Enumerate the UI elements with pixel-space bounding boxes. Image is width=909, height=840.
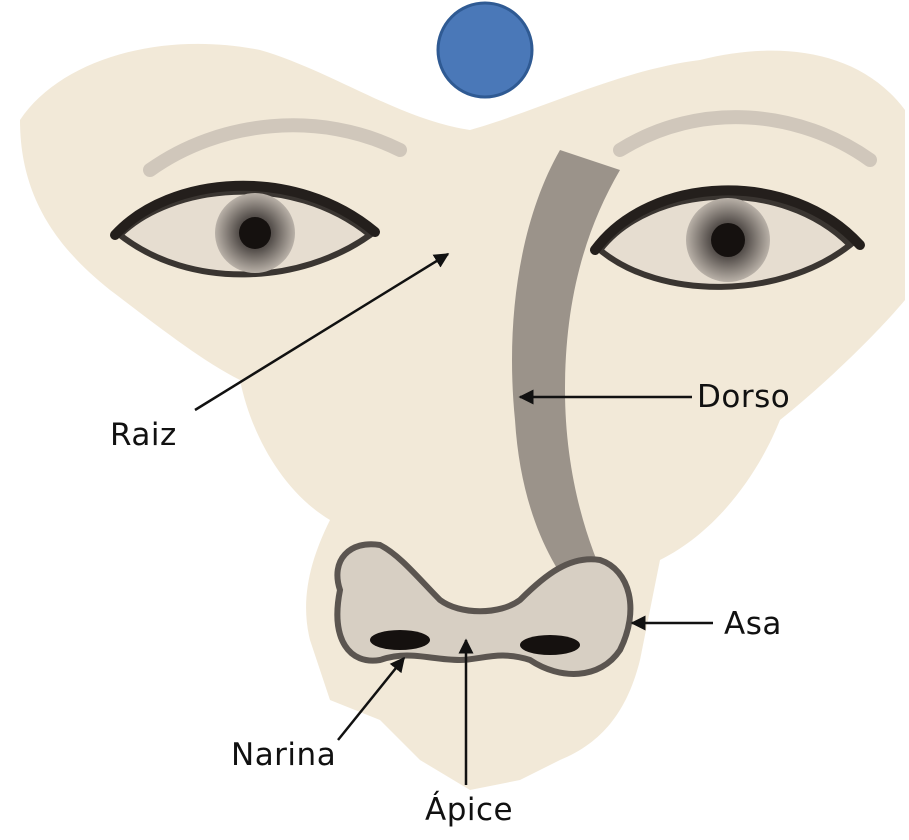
label-dorso: Dorso bbox=[697, 382, 790, 413]
label-narina: Narina bbox=[231, 740, 336, 771]
marker-circle bbox=[438, 3, 532, 97]
label-raiz: Raiz bbox=[110, 420, 177, 451]
label-asa: Asa bbox=[724, 609, 782, 640]
left-nostril bbox=[370, 630, 430, 650]
label-apice: Ápice bbox=[425, 795, 513, 826]
right-nostril bbox=[520, 635, 580, 655]
